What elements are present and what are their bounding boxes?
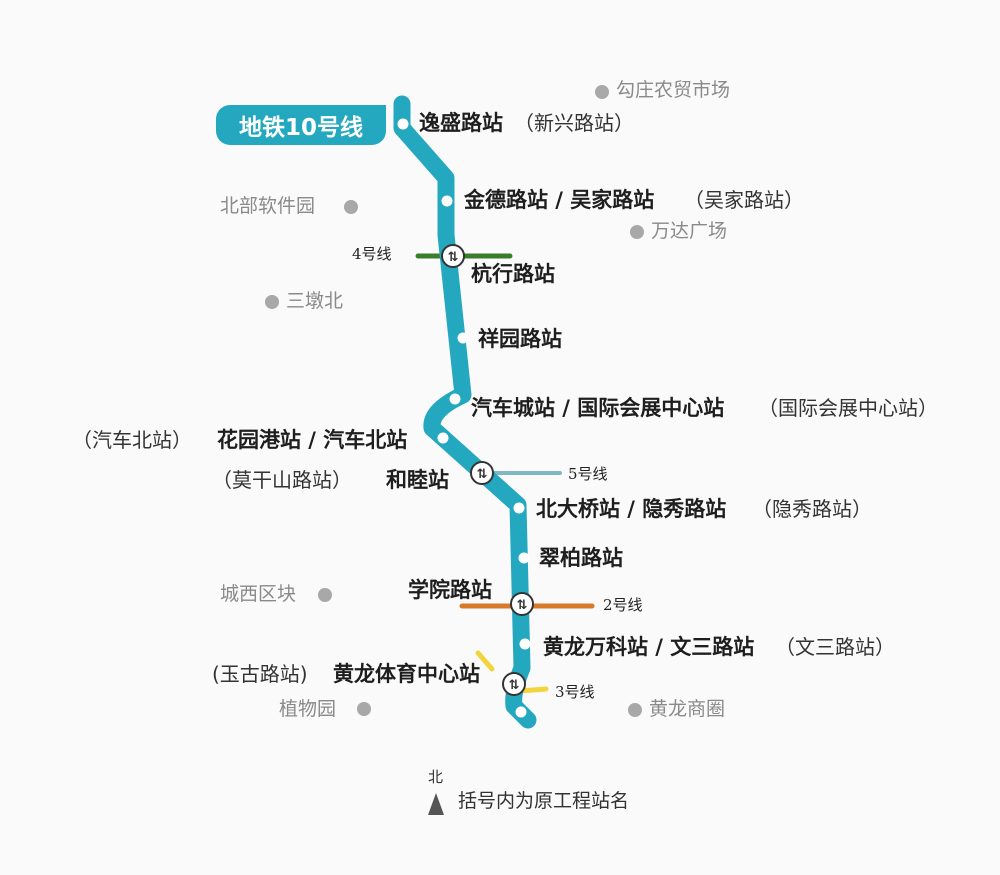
interchange-icon-huanglongtiyu: ⇅	[502, 672, 526, 696]
svg-text:⇅: ⇅	[517, 598, 528, 613]
station-original-huayuangang: （汽车北站）	[72, 428, 192, 452]
station-label-beidaqiao: 北大桥站 / 隐秀路站	[536, 497, 727, 521]
station-label-huayuangang: 花园港站 / 汽车北站	[217, 428, 408, 452]
station-label-cuibai: 翠柏路站	[539, 546, 623, 570]
station-dot-xiangyuan	[457, 332, 469, 344]
landmark-dot-zhiwuyuan	[357, 702, 371, 716]
line-10-route	[393, 95, 537, 729]
station-label-xiangyuan: 祥园路站	[478, 327, 562, 351]
station-original-hemu: （莫干山路站）	[212, 468, 352, 492]
station-dots	[397, 118, 531, 718]
interchange-icon-hangxing: ⇅	[441, 244, 465, 268]
landmark-dot-chengxi	[318, 588, 332, 602]
station-dot-terminus	[515, 706, 527, 718]
landmark-label-wanda: 万达广场	[651, 220, 728, 242]
landmark-dot-sandunbei	[265, 295, 279, 309]
landmark-label-chengxi: 城西区块	[220, 583, 297, 605]
station-label-qichecheng: 汽车城站 / 国际会展中心站	[471, 396, 725, 420]
station-label-hemu: 和睦站	[386, 468, 449, 492]
svg-text:⇅: ⇅	[477, 467, 488, 482]
station-dot-cuibai	[518, 552, 530, 564]
transfer-line-label-5: 5号线	[568, 465, 608, 483]
interchange-icon-xueyuan: ⇅	[510, 592, 534, 616]
station-dot-qichecheng	[449, 393, 461, 405]
landmark-dot-huanglongshangquan	[628, 703, 642, 717]
svg-text:⇅: ⇅	[509, 678, 520, 693]
station-original-huanglongtiyu: (玉古路站)	[212, 662, 308, 686]
station-dot-huanglongwanke	[519, 638, 531, 650]
north-arrow-icon	[428, 793, 444, 815]
station-original-yisheng: （新兴路站）	[514, 111, 634, 135]
landmark-label-zhiwuyuan: 植物园	[279, 698, 337, 720]
landmark-dot-gouzhuang	[595, 85, 609, 99]
legend-note: 括号内为原工程站名	[458, 790, 630, 812]
station-label-hangxing: 杭行路站	[471, 262, 555, 286]
landmark-label-gouzhuang: 勾庄农贸市场	[616, 79, 731, 101]
station-dot-jinde	[441, 195, 453, 207]
station-dot-huayuangang	[437, 432, 449, 444]
line-3-stub-lower	[517, 686, 549, 694]
station-original-qichecheng: （国际会展中心站）	[758, 396, 938, 420]
station-original-jinde: （吴家路站）	[684, 188, 804, 212]
station-label-huanglongtiyu: 黄龙体育中心站	[333, 662, 480, 686]
landmark-label-sandunbei: 三墩北	[286, 290, 344, 312]
landmark-label-beibu: 北部软件园	[220, 195, 316, 217]
line-3-stub-upper	[475, 650, 495, 672]
station-label-jinde: 金德路站 / 吴家路站	[464, 188, 655, 212]
interchange-icon-hemu: ⇅	[470, 461, 494, 485]
interchange-icons: ⇅ ⇅ ⇅ ⇅	[441, 244, 534, 696]
transfer-line-label-4: 4号线	[352, 245, 392, 263]
transfer-line-label-3: 3号线	[555, 683, 595, 701]
landmark-dots	[265, 85, 644, 717]
station-label-yisheng: 逸盛路站	[419, 111, 503, 135]
station-dot-beidaqiao	[513, 502, 525, 514]
north-label: 北	[428, 768, 444, 786]
landmark-dot-wanda	[630, 225, 644, 239]
landmark-dot-beibu	[344, 200, 358, 214]
station-label-xueyuan: 学院路站	[408, 578, 492, 602]
station-original-huanglongwanke: （文三路站）	[775, 635, 895, 659]
station-dot-yisheng	[397, 118, 409, 130]
line-badge: 地铁10号线	[216, 105, 386, 145]
svg-text:⇅: ⇅	[448, 250, 459, 265]
landmark-label-huanglongshangquan: 黄龙商圈	[649, 698, 726, 720]
transfer-line-label-2: 2号线	[603, 596, 643, 614]
station-label-huanglongwanke: 黄龙万科站 / 文三路站	[543, 635, 755, 659]
station-original-beidaqiao: （隐秀路站）	[752, 497, 872, 521]
